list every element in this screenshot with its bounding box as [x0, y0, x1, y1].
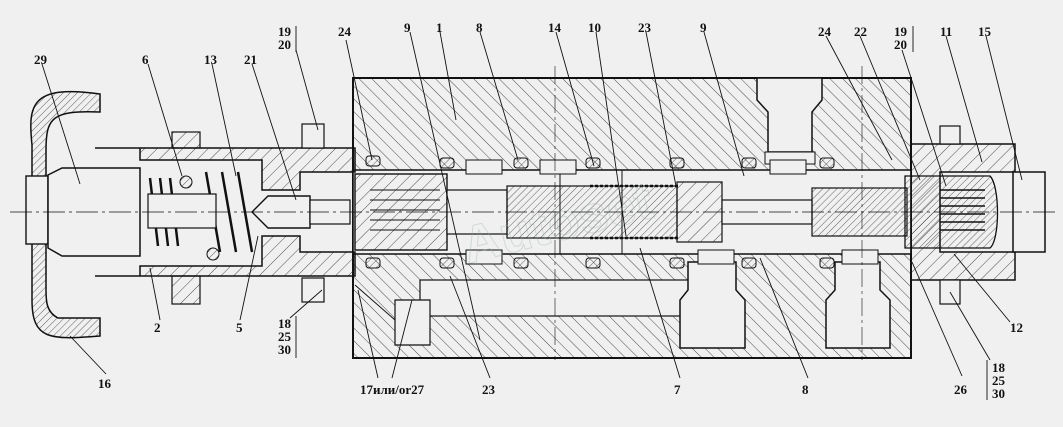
callout-25-left: 25 [278, 329, 292, 344]
callout-17-27: 17или/or27 [360, 382, 425, 397]
callout-20-right: 20 [894, 37, 907, 52]
callout-19-right: 19 [894, 24, 908, 39]
callout-30-right: 30 [992, 386, 1005, 401]
callout-6: 6 [142, 52, 149, 67]
callout-7: 7 [674, 382, 681, 397]
callout-22: 22 [854, 24, 867, 39]
callout-1: 1 [436, 20, 443, 35]
callout-8-bottom: 8 [802, 382, 809, 397]
o-rings [365, 155, 879, 269]
right-end-cap [904, 125, 1046, 305]
callout-25-right: 25 [992, 373, 1006, 388]
callout-30-left: 30 [278, 342, 291, 357]
callout-19-left: 19 [278, 24, 292, 39]
callout-24-right: 24 [818, 24, 832, 39]
spring-housing [95, 123, 356, 305]
callout-21: 21 [244, 52, 257, 67]
callout-26: 26 [954, 382, 968, 397]
callout-labels: 29 6 13 21 19 20 24 9 1 8 14 10 23 9 24 … [34, 20, 1023, 401]
callout-23-bottom: 23 [482, 382, 496, 397]
center-lines [10, 66, 1055, 360]
callout-8-top: 8 [476, 20, 483, 35]
callout-11: 11 [940, 24, 952, 39]
callout-29: 29 [34, 52, 48, 67]
callout-20-left: 20 [278, 37, 291, 52]
callout-24-left: 24 [338, 24, 352, 39]
callout-14: 14 [548, 20, 562, 35]
left-spring [147, 171, 254, 261]
leader-lines [41, 31, 1023, 379]
protective-cap [25, 90, 101, 339]
callout-18-right: 18 [992, 360, 1006, 375]
callout-2: 2 [154, 320, 161, 335]
callout-9-right: 9 [700, 20, 707, 35]
callout-15: 15 [978, 24, 992, 39]
callout-23-top: 23 [638, 20, 652, 35]
callout-16: 16 [98, 376, 112, 391]
callout-9-left: 9 [404, 20, 411, 35]
callout-5: 5 [236, 320, 243, 335]
callout-10: 10 [588, 20, 601, 35]
callout-12: 12 [1010, 320, 1023, 335]
callout-18-left: 18 [278, 316, 292, 331]
callout-13: 13 [204, 52, 218, 67]
